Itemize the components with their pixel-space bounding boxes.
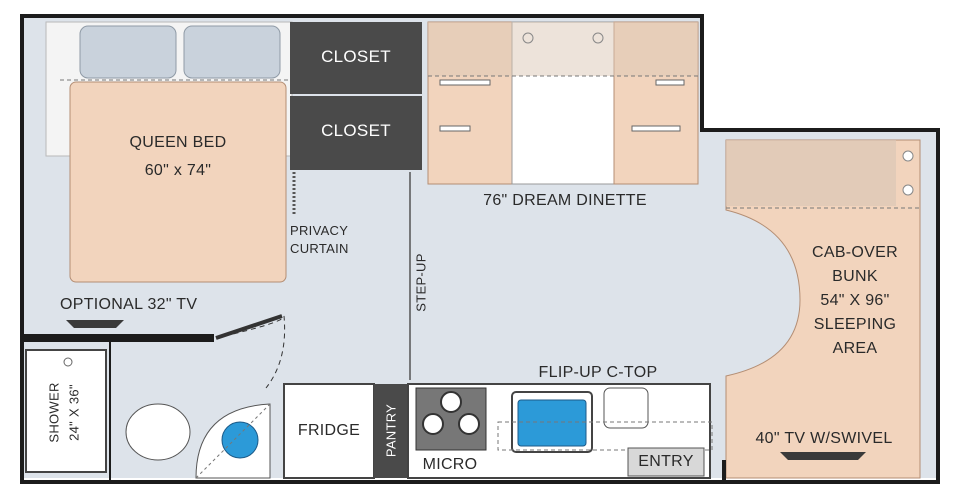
seatbelt-3 xyxy=(655,79,685,86)
burner-1 xyxy=(422,413,444,435)
cab-over-label-1: CAB-OVER xyxy=(812,244,898,261)
bath-door-swing xyxy=(215,315,286,389)
fridge-label: FRIDGE xyxy=(297,422,361,439)
bath-sink xyxy=(221,421,259,459)
galley-dash xyxy=(497,421,713,451)
pillow-left xyxy=(79,25,177,79)
bedroom-wall xyxy=(22,334,214,342)
pillow-right xyxy=(183,25,281,79)
dinette-light-right xyxy=(592,32,604,44)
seatbelt-1 xyxy=(439,79,491,86)
cab-over-label-2: BUNK xyxy=(832,268,878,285)
burner-3 xyxy=(440,391,462,413)
tv-swivel-icon xyxy=(780,452,866,460)
entry-label: ENTRY xyxy=(638,453,694,470)
toilet xyxy=(125,403,191,461)
shower-size-label: 24" X 36" xyxy=(66,384,82,441)
kitchen-sink-basin xyxy=(517,399,587,447)
queen-bed-title: QUEEN BED xyxy=(129,134,227,151)
tv-swivel-label: 40" TV W/SWIVEL xyxy=(755,430,893,447)
dinette-light-left xyxy=(522,32,534,44)
shower-label: SHOWER xyxy=(46,382,62,443)
cab-over-bunk xyxy=(725,139,921,479)
burner-2 xyxy=(458,413,480,435)
shower-stall xyxy=(25,349,107,473)
seatbelt-2 xyxy=(439,125,471,132)
closet-upper xyxy=(290,22,422,94)
cab-over-label-3: 54" X 96" xyxy=(820,292,890,309)
privacy-curtain-label-1: PRIVACY xyxy=(290,223,349,238)
optional-tv-icon xyxy=(66,320,124,328)
shower-drain xyxy=(63,357,73,367)
closet-upper-label: CLOSET xyxy=(321,47,391,66)
seatbelt-4 xyxy=(631,125,681,132)
closet-lower-label: CLOSET xyxy=(321,121,391,140)
optional-tv-label: OPTIONAL 32" TV xyxy=(60,296,198,313)
exterior-wall xyxy=(20,14,940,484)
cab-light-bottom xyxy=(902,184,914,196)
bath-door xyxy=(215,314,283,340)
pantry-label: PANTRY xyxy=(383,403,399,458)
cab-over-label-4: SLEEPING xyxy=(813,316,897,333)
dinette-label: 76" DREAM DINETTE xyxy=(483,192,647,209)
pantry xyxy=(374,384,408,478)
closet-lower xyxy=(290,96,422,170)
step-up-label: STEP-UP xyxy=(413,253,429,312)
flip-up-label: FLIP-UP C-TOP xyxy=(538,364,658,381)
privacy-curtain-label-2: CURTAIN xyxy=(290,241,349,256)
flip-up-countertop xyxy=(603,387,649,429)
cab-over-label-5: AREA xyxy=(832,340,878,357)
fridge xyxy=(283,383,375,479)
cab-light-top xyxy=(902,150,914,162)
micro-label: MICRO xyxy=(422,456,478,473)
cab-over-headboard xyxy=(726,140,896,206)
entry-step xyxy=(627,447,705,477)
queen-bed xyxy=(69,81,287,283)
queen-bed-size: 60" x 74" xyxy=(144,162,212,179)
dinette-backrest xyxy=(428,22,698,76)
